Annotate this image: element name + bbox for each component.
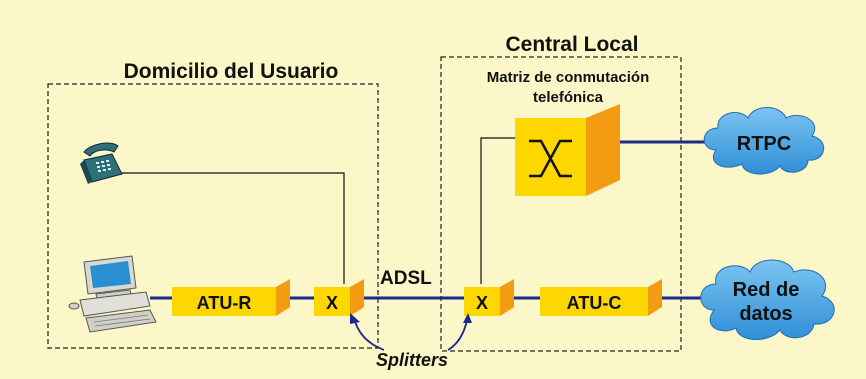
switch-matrix-label-line2: telefónica bbox=[533, 89, 604, 106]
switch-matrix-label-line1: Matriz de conmutación bbox=[487, 69, 650, 86]
telephone-icon bbox=[80, 142, 123, 184]
user-home-title: Domicilio del Usuario bbox=[124, 60, 339, 83]
splitter-central-label: X bbox=[476, 293, 488, 313]
data-network-label-line2: datos bbox=[739, 303, 792, 325]
pstn-cloud: RTPC bbox=[703, 107, 824, 175]
atu-r-device: ATU-R bbox=[172, 279, 290, 316]
central-office-region bbox=[440, 56, 682, 352]
atu-r-label: ATU-R bbox=[197, 293, 252, 313]
splitters-label: Splitters bbox=[376, 350, 448, 370]
data-network-label-line1: Red de bbox=[733, 279, 800, 301]
splitter-home-label: X bbox=[326, 293, 338, 313]
data-network-cloud: Red de datos bbox=[700, 259, 835, 340]
splitter-home: X bbox=[314, 279, 364, 316]
user-home-region bbox=[47, 83, 379, 349]
central-office-title: Central Local bbox=[505, 33, 638, 56]
pstn-label: RTPC bbox=[737, 133, 791, 155]
phone-line bbox=[122, 172, 345, 284]
splitters-arrows bbox=[350, 313, 472, 351]
switch-crossover-icon bbox=[529, 139, 572, 178]
switch-matrix-device bbox=[515, 104, 620, 196]
atu-c-label: ATU-C bbox=[567, 293, 622, 313]
voice-line-central bbox=[480, 137, 515, 284]
adsl-label: ADSL bbox=[380, 268, 432, 289]
splitter-central: X bbox=[464, 279, 514, 316]
atu-c-device: ATU-C bbox=[540, 279, 662, 316]
computer-icon bbox=[68, 255, 157, 333]
